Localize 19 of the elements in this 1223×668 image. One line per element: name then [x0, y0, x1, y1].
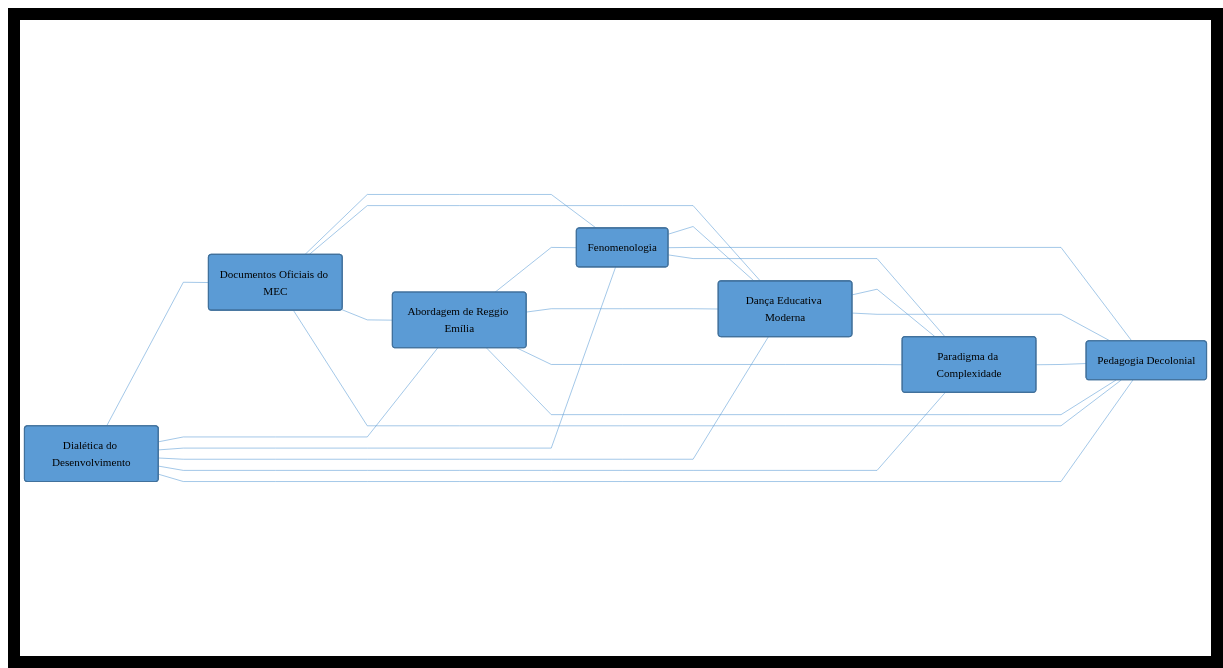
- connector: [516, 347, 903, 366]
- connector: [308, 205, 761, 282]
- connector: [851, 288, 936, 338]
- connector: [158, 392, 946, 471]
- connector: [341, 309, 393, 321]
- connector: [158, 266, 616, 451]
- connector: [293, 310, 1122, 427]
- connector: [668, 254, 946, 338]
- connector: [668, 226, 755, 282]
- connector: [158, 347, 438, 443]
- connector: [526, 308, 719, 313]
- connector: [158, 379, 1134, 482]
- connector: [486, 347, 1117, 415]
- connector: [158, 336, 769, 460]
- connector: [668, 247, 1133, 342]
- connector: [106, 281, 209, 427]
- connector: [304, 194, 597, 255]
- connector: [494, 247, 577, 293]
- connector: [1035, 363, 1087, 366]
